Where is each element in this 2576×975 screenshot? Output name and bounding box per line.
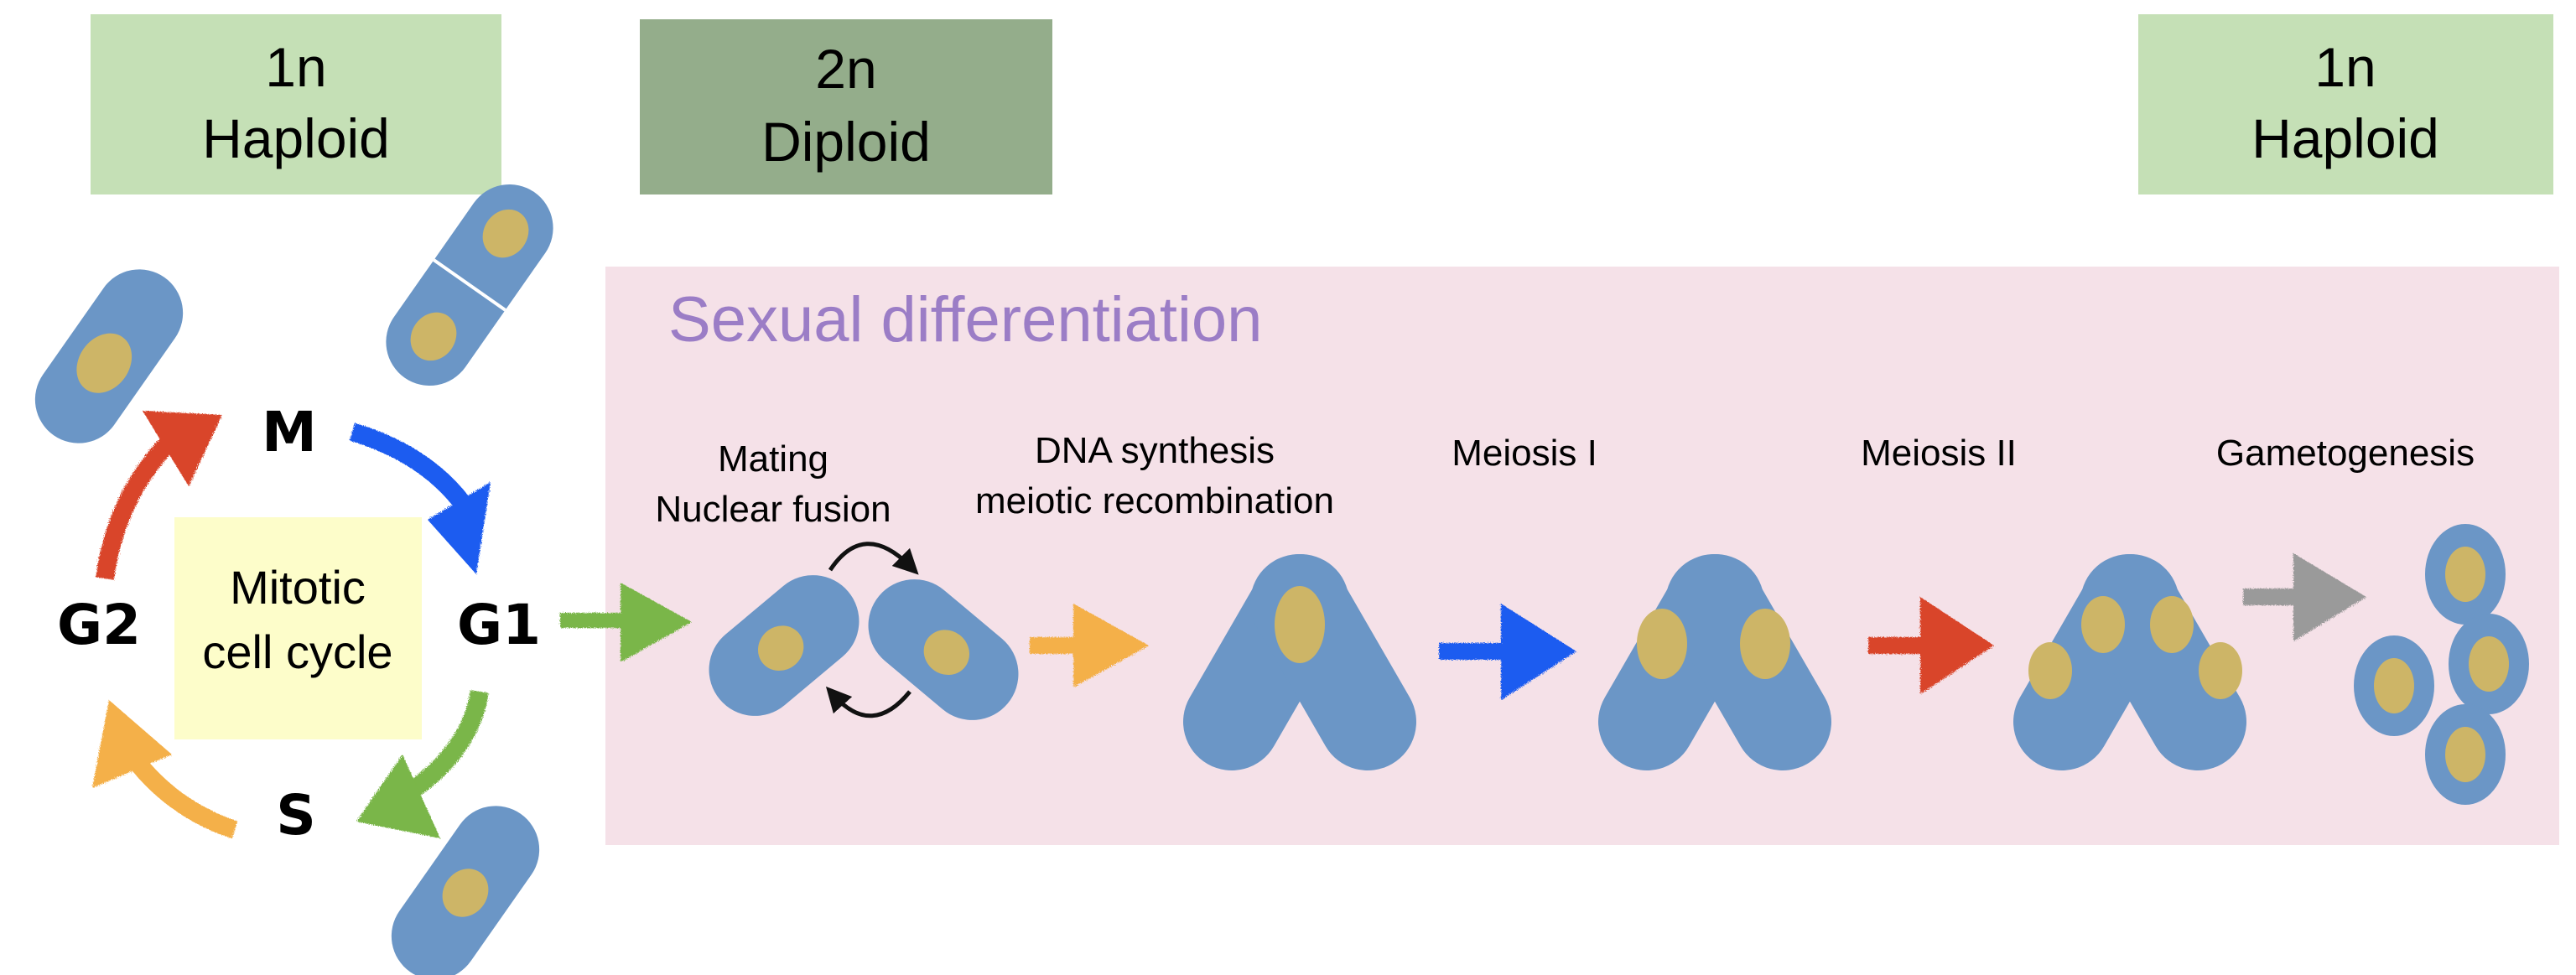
arrow-meiosis2-icon xyxy=(1868,597,1994,694)
stage-label-dna-synthesis: DNA synthesis meiotic recombination xyxy=(975,430,1334,521)
arrow-g1-to-s-icon xyxy=(356,690,489,838)
cell-g2-icon xyxy=(34,269,184,443)
mating-curved-arrow-bottom-icon xyxy=(825,686,911,718)
arrow-gametogenesis-icon xyxy=(2243,553,2366,641)
arrow-g1-to-mating-icon xyxy=(560,583,692,662)
sexual-differentiation-title: Sexual differentiation xyxy=(668,284,1262,355)
svg-text:Gametogenesis: Gametogenesis xyxy=(2216,433,2475,474)
mitotic-cycle-label-line2: cell cycle xyxy=(202,625,392,678)
svg-text:Meiosis II: Meiosis II xyxy=(1861,433,2017,474)
svg-text:Mating: Mating xyxy=(718,438,828,480)
arrow-g2-to-m-icon xyxy=(96,411,222,580)
svg-text:meiotic recombination: meiotic recombination xyxy=(975,480,1334,521)
cell-mating-left-icon xyxy=(709,575,860,716)
ploidy-count: 1n xyxy=(2314,36,2376,98)
arrow-m-to-g1-icon xyxy=(349,423,491,574)
stage-label-meiosis-2: Meiosis II xyxy=(1861,433,2017,474)
ploidy-count: 2n xyxy=(815,38,876,100)
spore-icon xyxy=(2449,614,2529,714)
svg-text:Meiosis I: Meiosis I xyxy=(1452,433,1597,474)
spore-icon xyxy=(2425,524,2506,625)
cell-meiosis2-product-icon xyxy=(2013,553,2246,771)
phase-label-s: S xyxy=(276,783,316,848)
arrow-mating-to-dna-icon xyxy=(1030,604,1149,687)
phase-label-g1: G1 xyxy=(457,593,541,657)
stage-label-meiosis-1: Meiosis I xyxy=(1452,433,1597,474)
mitotic-cycle-box xyxy=(174,517,422,739)
phase-label-m: M xyxy=(262,400,317,464)
svg-text:Nuclear fusion: Nuclear fusion xyxy=(655,489,891,530)
ploidy-count: 1n xyxy=(265,36,326,98)
ploidy-box-haploid-left: 1n Haploid xyxy=(91,14,501,194)
ploidy-name: Haploid xyxy=(202,107,390,169)
arrow-s-to-g2-icon xyxy=(92,700,238,839)
cell-meiosis1-product-icon xyxy=(1598,553,1831,771)
mitotic-cycle-label-line1: Mitotic xyxy=(230,561,366,614)
mating-curved-arrow-top-icon xyxy=(828,542,919,575)
cell-mating-right-icon xyxy=(868,579,1019,720)
spore-icon xyxy=(2425,704,2506,805)
ploidy-box-haploid-right: 1n Haploid xyxy=(2138,14,2553,194)
ploidy-box-diploid: 2n Diploid xyxy=(640,19,1052,194)
stage-label-mating: Mating Nuclear fusion xyxy=(655,438,891,530)
phase-label-g2: G2 xyxy=(57,593,141,657)
ploidy-name: Haploid xyxy=(2251,107,2439,169)
cell-s-icon xyxy=(391,806,540,975)
spore-icon xyxy=(2354,635,2434,736)
cell-zygote-icon xyxy=(1183,553,1416,771)
ploidy-name: Diploid xyxy=(761,111,931,173)
stage-label-gametogenesis: Gametogenesis xyxy=(2216,433,2475,474)
svg-text:DNA synthesis: DNA synthesis xyxy=(1035,430,1275,471)
cell-m-dividing-icon xyxy=(386,184,553,386)
arrow-meiosis1-icon xyxy=(1439,604,1576,700)
